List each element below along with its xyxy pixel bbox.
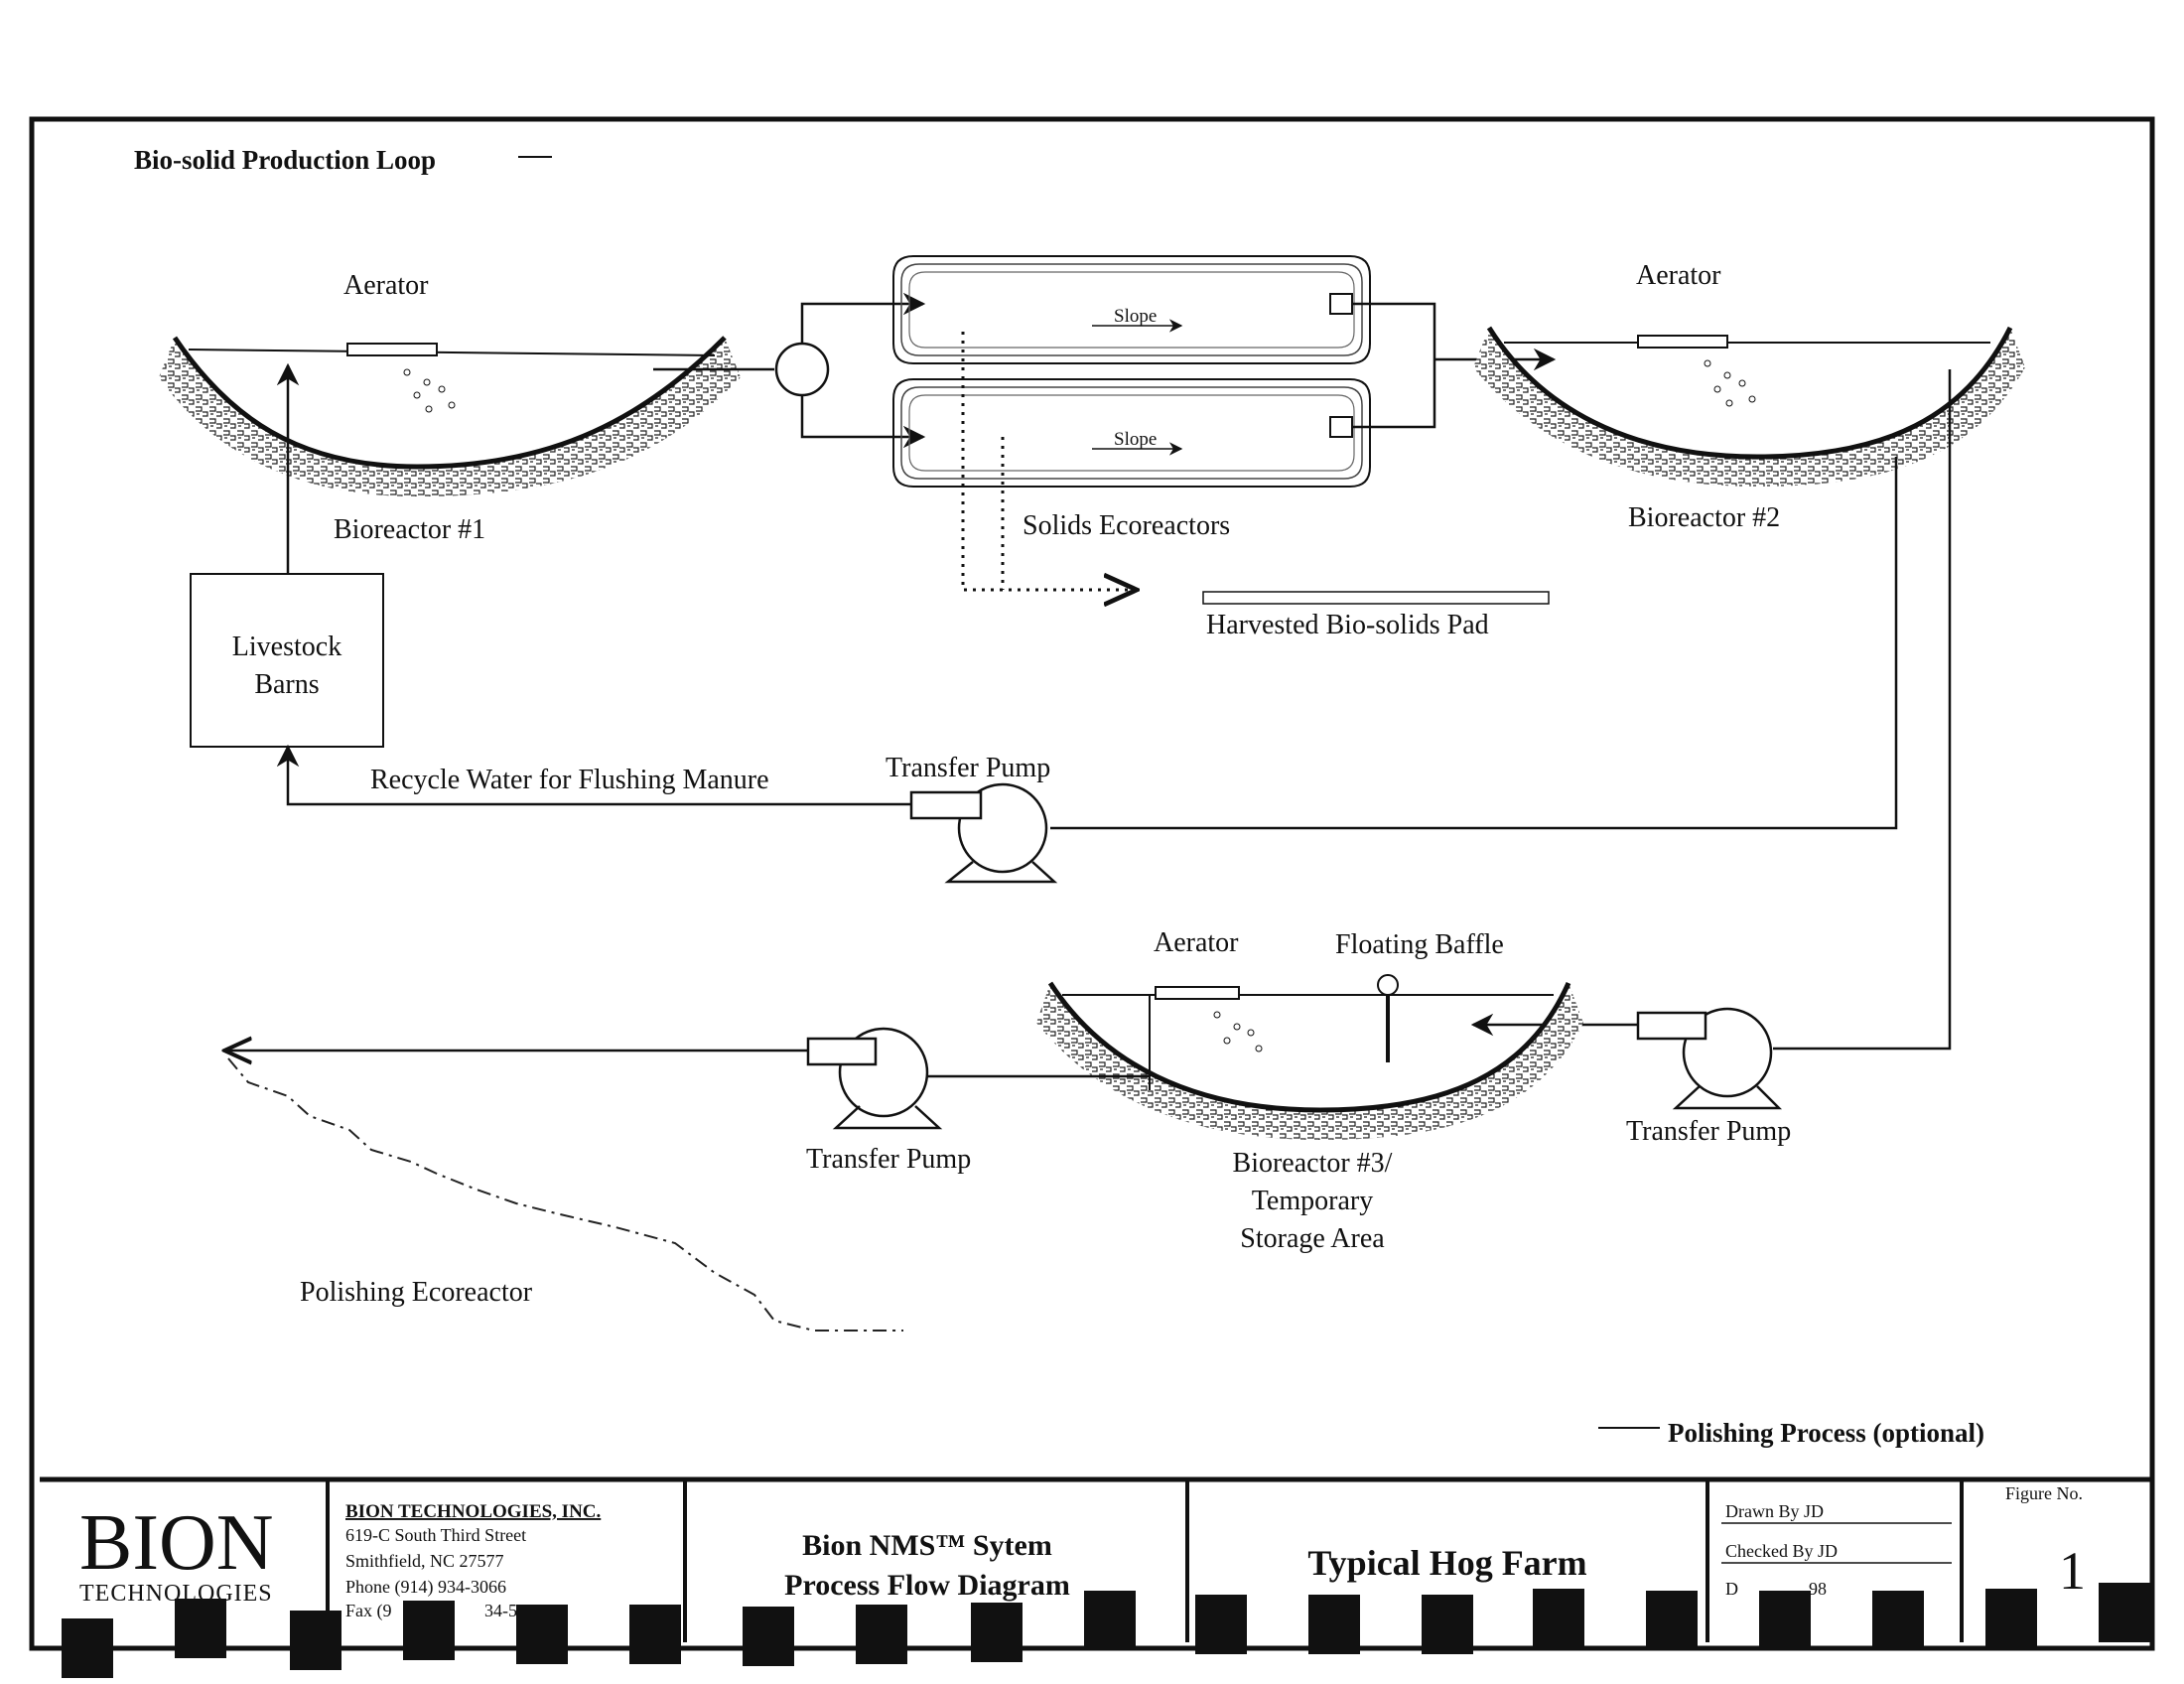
binding-punch-marks	[62, 1583, 2152, 1678]
transfer-pump-2	[806, 1027, 943, 1130]
polishing-ecoreactor-terrace	[227, 1057, 903, 1332]
recycle-water-flow	[276, 744, 911, 806]
bioreactor-3	[1036, 981, 1583, 1140]
livestock-barns-label-1: Livestock	[232, 632, 341, 662]
bio-solids-harvest-path	[961, 332, 1137, 590]
aerator-3	[1155, 986, 1263, 1052]
slope-label-upper: Slope	[1114, 306, 1157, 327]
aerator-2-label: Aerator	[1636, 260, 1721, 291]
bio-solid-loop-label: Bio-solid Production Loop	[134, 145, 436, 175]
checked-by: Checked By JD	[1725, 1541, 1838, 1561]
transfer-pump-3	[1636, 1007, 1783, 1110]
slope-label-lower: Slope	[1114, 429, 1157, 450]
aerator-1	[346, 343, 456, 413]
ecoreactor-outflow-lower	[1352, 359, 1436, 429]
splitter-upper-branch	[800, 292, 926, 344]
farm-name: Typical Hog Farm	[1307, 1543, 1586, 1583]
bioreactor-3-label-2: Temporary	[1252, 1186, 1373, 1216]
aerator-3-label: Aerator	[1154, 927, 1239, 958]
livestock-barns-label-2: Barns	[254, 669, 319, 700]
company-address-1: 619-C South Third Street	[345, 1525, 526, 1545]
solids-ecoreactor-upper	[892, 255, 1371, 364]
bioreactor-2-to-pump-3-line	[1773, 369, 1952, 1051]
floating-baffle-label: Floating Baffle	[1335, 929, 1504, 960]
harvested-bio-solids-pad	[1202, 591, 1550, 605]
company-fax: Fax (9	[345, 1601, 392, 1621]
polishing-process-label: Polishing Process (optional)	[1668, 1418, 1984, 1448]
drawing-title-1: Bion NMS™ Sytem	[802, 1529, 1052, 1562]
splitter-lower-branch	[800, 395, 926, 449]
polishing-ecoreactor-label: Polishing Ecoreactor	[300, 1277, 533, 1308]
bioreactor-3-label-3: Storage Area	[1240, 1223, 1385, 1254]
transfer-pump-1-label: Transfer Pump	[886, 753, 1050, 783]
flow-splitter	[774, 342, 830, 397]
date-prefix: D	[1725, 1579, 1738, 1599]
company-address-2: Smithfield, NC 27577	[345, 1551, 504, 1571]
bioreactor-2-label: Bioreactor #2	[1628, 502, 1780, 533]
bioreactor-2	[1473, 326, 2025, 487]
company-name: BION TECHNOLOGIES, INC.	[345, 1501, 601, 1522]
transfer-pump-3-label: Transfer Pump	[1626, 1116, 1791, 1147]
company-fax-tail: 34-52	[484, 1601, 526, 1620]
figure-no-label: Figure No.	[2005, 1483, 2083, 1503]
figure-no: 1	[2059, 1541, 2086, 1601]
ecoreactor-outflow-upper	[1352, 302, 1436, 359]
solids-ecoreactor-lower	[892, 378, 1371, 488]
bioreactor-1-label: Bioreactor #1	[334, 514, 485, 545]
bioreactor-2-recycle-line	[1050, 457, 1898, 830]
aerator-1-label: Aerator	[343, 270, 429, 301]
transfer-pump-1	[909, 782, 1058, 884]
livestock-barns-box	[190, 573, 384, 748]
aerator-2	[1637, 335, 1756, 407]
bioreactor-3-label-1: Bioreactor #3/	[1233, 1148, 1393, 1179]
company-phone: Phone (914) 934-3066	[345, 1577, 506, 1598]
drawing-title-2: Process Flow Diagram	[784, 1569, 1070, 1602]
recycle-water-label: Recycle Water for Flushing Manure	[370, 765, 769, 795]
company-logo: BION	[79, 1499, 274, 1587]
solids-ecoreactors-label: Solids Ecoreactors	[1023, 510, 1230, 541]
bioreactor-1	[159, 336, 741, 496]
date-suffix: 98	[1809, 1579, 1827, 1599]
floating-baffle	[1377, 974, 1399, 1062]
transfer-pump-2-label: Transfer Pump	[806, 1144, 971, 1175]
drawn-by: Drawn By JD	[1725, 1501, 1824, 1521]
harvested-pad-label: Harvested Bio-solids Pad	[1206, 610, 1489, 640]
